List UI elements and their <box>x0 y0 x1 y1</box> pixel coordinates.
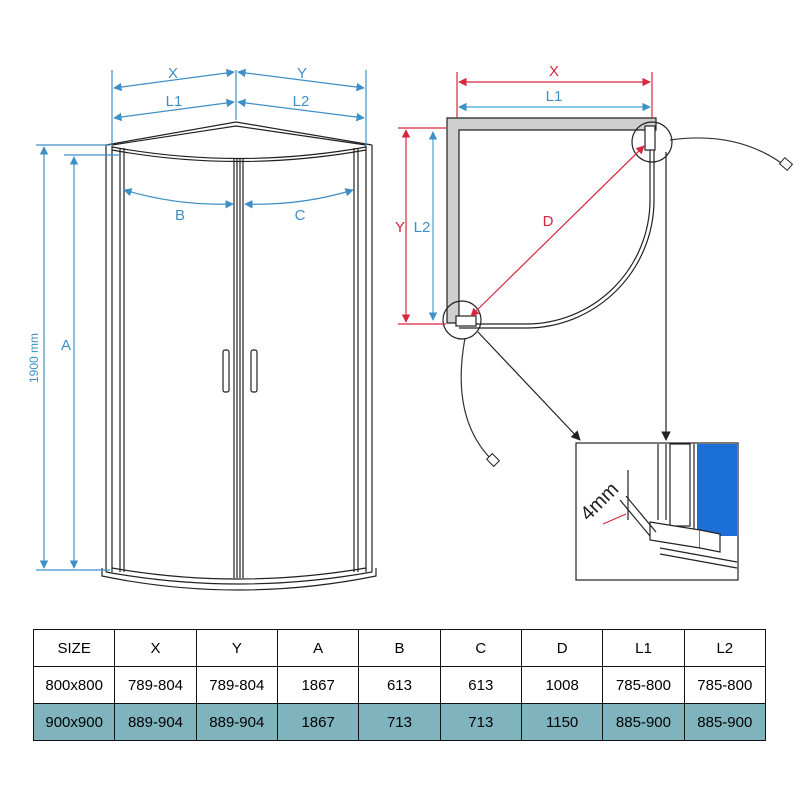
detail-circle-left <box>442 300 482 340</box>
label-x-front: X <box>168 65 178 82</box>
detail-inset: 4mm <box>575 442 739 581</box>
plan-view: X L1 Y L2 D <box>395 63 794 468</box>
table-cell: 800x800 <box>32 666 116 704</box>
header-cell: A <box>276 629 360 667</box>
wall-corner <box>446 117 657 324</box>
label-l1-front: L1 <box>166 93 183 110</box>
header-cell: L1 <box>602 629 685 667</box>
curved-door-outline <box>459 130 651 325</box>
front-view: X Y L1 L2 B C A 1900 mm <box>27 65 377 591</box>
wall-profile-left <box>455 315 477 327</box>
table-cell: 1867 <box>276 666 360 704</box>
table-cell: 613 <box>439 666 522 704</box>
label-y-front: Y <box>297 65 307 82</box>
header-cell: C <box>439 629 522 667</box>
label-y-plan: Y <box>395 219 405 236</box>
table-cell: 785-800 <box>602 666 685 704</box>
table-cell: 1867 <box>276 703 360 741</box>
label-a: A <box>61 337 71 354</box>
label-c: C <box>295 207 306 224</box>
detail-arrow-left <box>477 331 581 441</box>
table-cell: 885-900 <box>602 703 685 741</box>
header-cell: B <box>358 629 441 667</box>
label-l1-plan: L1 <box>546 88 563 105</box>
table-cell: 885-900 <box>683 703 767 741</box>
table-cell: 789-804 <box>114 666 197 704</box>
table-cell: 713 <box>358 703 441 741</box>
table-cell: 900x900 <box>32 703 116 741</box>
detail-lead-left <box>460 337 495 463</box>
detail-circle-right <box>631 121 673 163</box>
header-cell: X <box>114 629 197 667</box>
installation-diagram: X Y L1 L2 B C A 1900 mm <box>27 63 794 591</box>
door-handle-right <box>250 349 258 393</box>
header-cell: SIZE <box>32 629 116 667</box>
door-handle-left <box>222 349 230 393</box>
table-row: 800x800 789-804 789-804 1867 613 613 100… <box>32 666 767 704</box>
header-cell: Y <box>195 629 278 667</box>
header-cell: D <box>520 629 604 667</box>
label-l2-plan: L2 <box>414 219 431 236</box>
dim-y-front <box>237 68 365 92</box>
dim-l1-front <box>113 98 235 122</box>
table-row-highlighted: 900x900 889-904 889-904 1867 713 713 115… <box>32 703 767 741</box>
table-cell: 713 <box>439 703 522 741</box>
header-cell: L2 <box>683 629 767 667</box>
table-cell: 889-904 <box>195 703 278 741</box>
dim-l2-front <box>237 98 365 122</box>
table-cell: 1150 <box>520 703 604 741</box>
label-l2-front: L2 <box>293 93 310 110</box>
table-cell: 889-904 <box>114 703 197 741</box>
table-header-row: SIZE X Y A B C D L1 L2 <box>32 629 767 667</box>
dim-b <box>123 188 234 209</box>
wall-profile-right <box>644 125 656 151</box>
size-table: SIZE X Y A B C D L1 L2 800x800 789-804 7… <box>32 629 767 741</box>
detail-wall-blue <box>697 444 737 536</box>
enclosure-frame <box>101 121 377 591</box>
dim-d <box>470 145 645 317</box>
table-cell: 1008 <box>520 666 604 704</box>
dim-x-front <box>113 68 235 92</box>
table-cell: 785-800 <box>683 666 767 704</box>
table-cell: 789-804 <box>195 666 278 704</box>
label-x-plan: X <box>549 63 559 80</box>
label-b: B <box>175 207 185 224</box>
label-d: D <box>543 213 554 230</box>
label-height: 1900 mm <box>27 333 41 383</box>
detail-lead-right <box>669 137 789 169</box>
table-cell: 613 <box>358 666 441 704</box>
gap-dimension <box>602 513 627 525</box>
dim-c <box>244 188 354 209</box>
